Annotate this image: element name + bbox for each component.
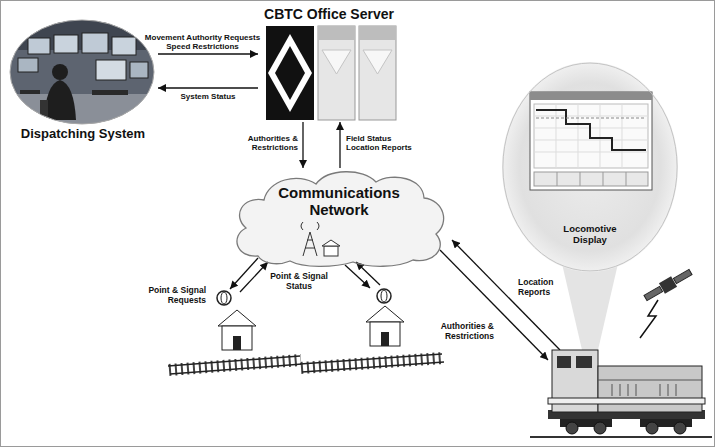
display-bubble-fill bbox=[502, 62, 678, 350]
bubble-line bbox=[503, 63, 677, 271]
signal-arrow bbox=[302, 122, 303, 168]
radio-links bbox=[230, 240, 560, 360]
flow-label: Field Status Location Reports bbox=[346, 134, 418, 152]
server-art bbox=[266, 26, 396, 120]
dispatch-node: Dispatching System bbox=[8, 20, 158, 148]
tower-hut bbox=[322, 240, 340, 256]
display-screen bbox=[530, 92, 652, 190]
link-label: Point & Signal Status bbox=[264, 272, 334, 292]
signal-arrow bbox=[158, 87, 258, 88]
flow-label: Movement Authority Requests Speed Restri… bbox=[140, 33, 265, 51]
server-node: CBTC Office Server bbox=[258, 4, 400, 122]
node-title: Communications Network bbox=[264, 184, 414, 219]
dispatch-photo bbox=[8, 18, 158, 128]
cloud-fill bbox=[237, 172, 444, 267]
satellite bbox=[640, 267, 694, 338]
signal-arrow bbox=[158, 53, 258, 54]
link-label: Point & Signal Requests bbox=[128, 286, 206, 306]
flow-label: Authorities & Restrictions bbox=[238, 134, 298, 152]
flow-label: System Status bbox=[158, 92, 258, 101]
network-cloud: Communications Network bbox=[228, 168, 450, 268]
node-title: CBTC Office Server bbox=[264, 6, 394, 22]
link-label: Location Reports bbox=[518, 278, 566, 298]
photo-rim bbox=[10, 20, 154, 124]
link-label: Authorities & Restrictions bbox=[420, 322, 494, 342]
display-bubble: Locomotive Display bbox=[502, 62, 678, 272]
signal-arrow bbox=[339, 122, 340, 168]
cloud-line bbox=[237, 172, 444, 267]
wayside-right bbox=[300, 289, 444, 372]
locomotive bbox=[530, 350, 712, 437]
node-title: Dispatching System bbox=[21, 127, 145, 142]
radio-tower bbox=[301, 222, 319, 256]
node-title: Locomotive Display bbox=[555, 224, 625, 246]
edge-group bbox=[158, 54, 340, 168]
